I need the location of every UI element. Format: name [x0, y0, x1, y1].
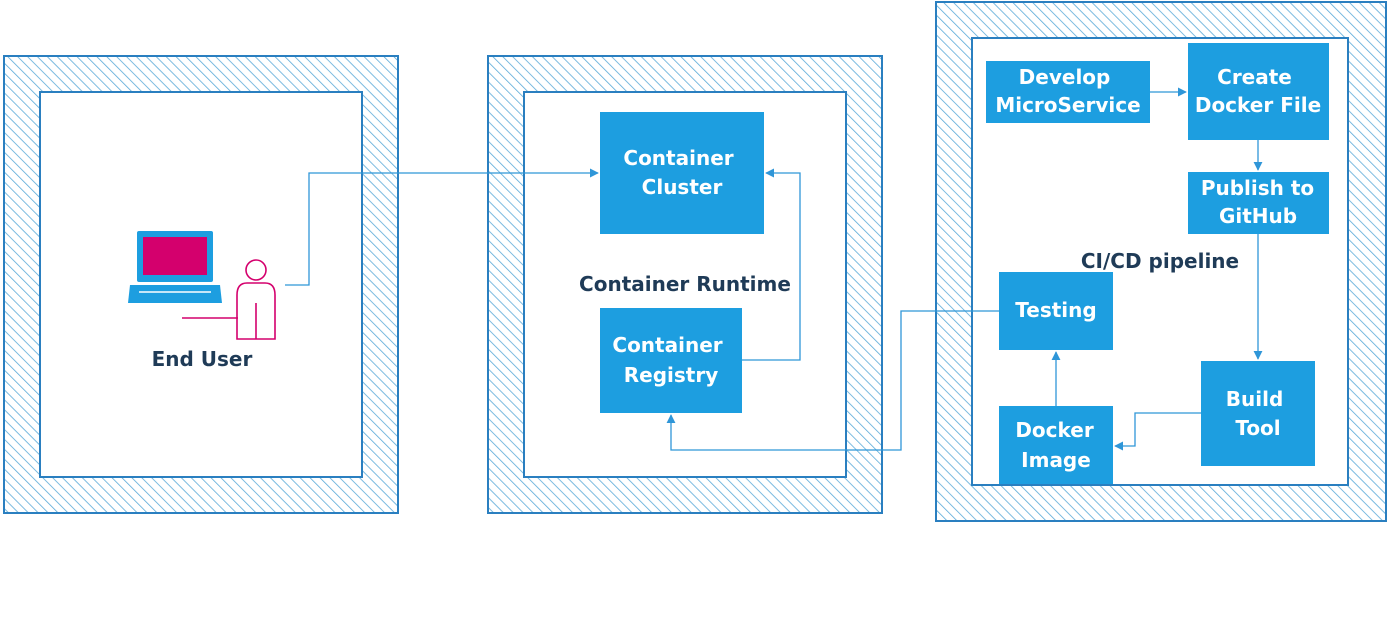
connector-testing-to-registry [666, 310, 999, 451]
container-registry-node[interactable]: Container Registry [600, 308, 742, 413]
svg-text:Container Cluster: Container Cluster [623, 146, 740, 199]
container-runtime-panel: Container Cluster Container Runtime Cont… [487, 55, 883, 514]
container-registry-line1: Container [612, 333, 722, 357]
container-cluster-line1: Container [623, 146, 733, 170]
develop-microservice-node[interactable]: Develop MicroService [986, 61, 1150, 123]
connector-user-to-cluster [285, 168, 599, 286]
docker-image-node[interactable]: Docker Image [999, 406, 1113, 484]
end-user-panel: End User [3, 55, 399, 514]
testing-node[interactable]: Testing [999, 272, 1113, 350]
end-user-panel-inner [39, 91, 363, 478]
svg-text:Develop MicroService: Develop MicroService [995, 65, 1140, 117]
laptop-icon [128, 231, 222, 303]
publish-line2: GitHub [1219, 204, 1297, 228]
connectors [285, 87, 1263, 451]
develop-line2: MicroService [995, 93, 1140, 117]
end-user-label: End User [152, 347, 253, 371]
create-dockerfile-node[interactable]: Create Docker File [1188, 43, 1329, 140]
svg-text:Publish to GitHub: Publish to GitHub [1201, 176, 1321, 228]
build-line1: Build [1226, 387, 1284, 411]
image-line1: Docker [1015, 418, 1094, 442]
publish-line1: Publish to [1201, 176, 1314, 200]
testing-label: Testing [1015, 298, 1096, 322]
person-icon [182, 259, 276, 340]
container-cluster-line2: Cluster [642, 175, 723, 199]
dockerfile-line2: Docker File [1195, 93, 1321, 117]
container-registry-line2: Registry [624, 363, 719, 387]
connector-registry-to-cluster [742, 168, 801, 361]
build-line2: Tool [1235, 416, 1280, 440]
cicd-pipeline-label: CI/CD pipeline [1081, 249, 1239, 273]
image-line2: Image [1021, 448, 1091, 472]
develop-line1: Develop [1019, 65, 1111, 89]
svg-text:Build Tool: Build Tool [1226, 387, 1290, 440]
svg-text:Create Docker File: Create Docker File [1195, 65, 1321, 117]
connector-build-to-image [1114, 412, 1201, 451]
dockerfile-line1: Create [1217, 65, 1292, 89]
build-tool-node[interactable]: Build Tool [1201, 361, 1315, 466]
publish-github-node[interactable]: Publish to GitHub [1188, 172, 1329, 234]
container-runtime-label: Container Runtime [579, 272, 791, 296]
svg-text:Container Registry: Container Registry [612, 333, 729, 387]
svg-text:Docker Image: Docker Image [1015, 418, 1100, 472]
cicd-pipeline-panel: Develop MicroService Create Docker File … [935, 1, 1387, 522]
container-cluster-node[interactable]: Container Cluster [600, 112, 764, 234]
